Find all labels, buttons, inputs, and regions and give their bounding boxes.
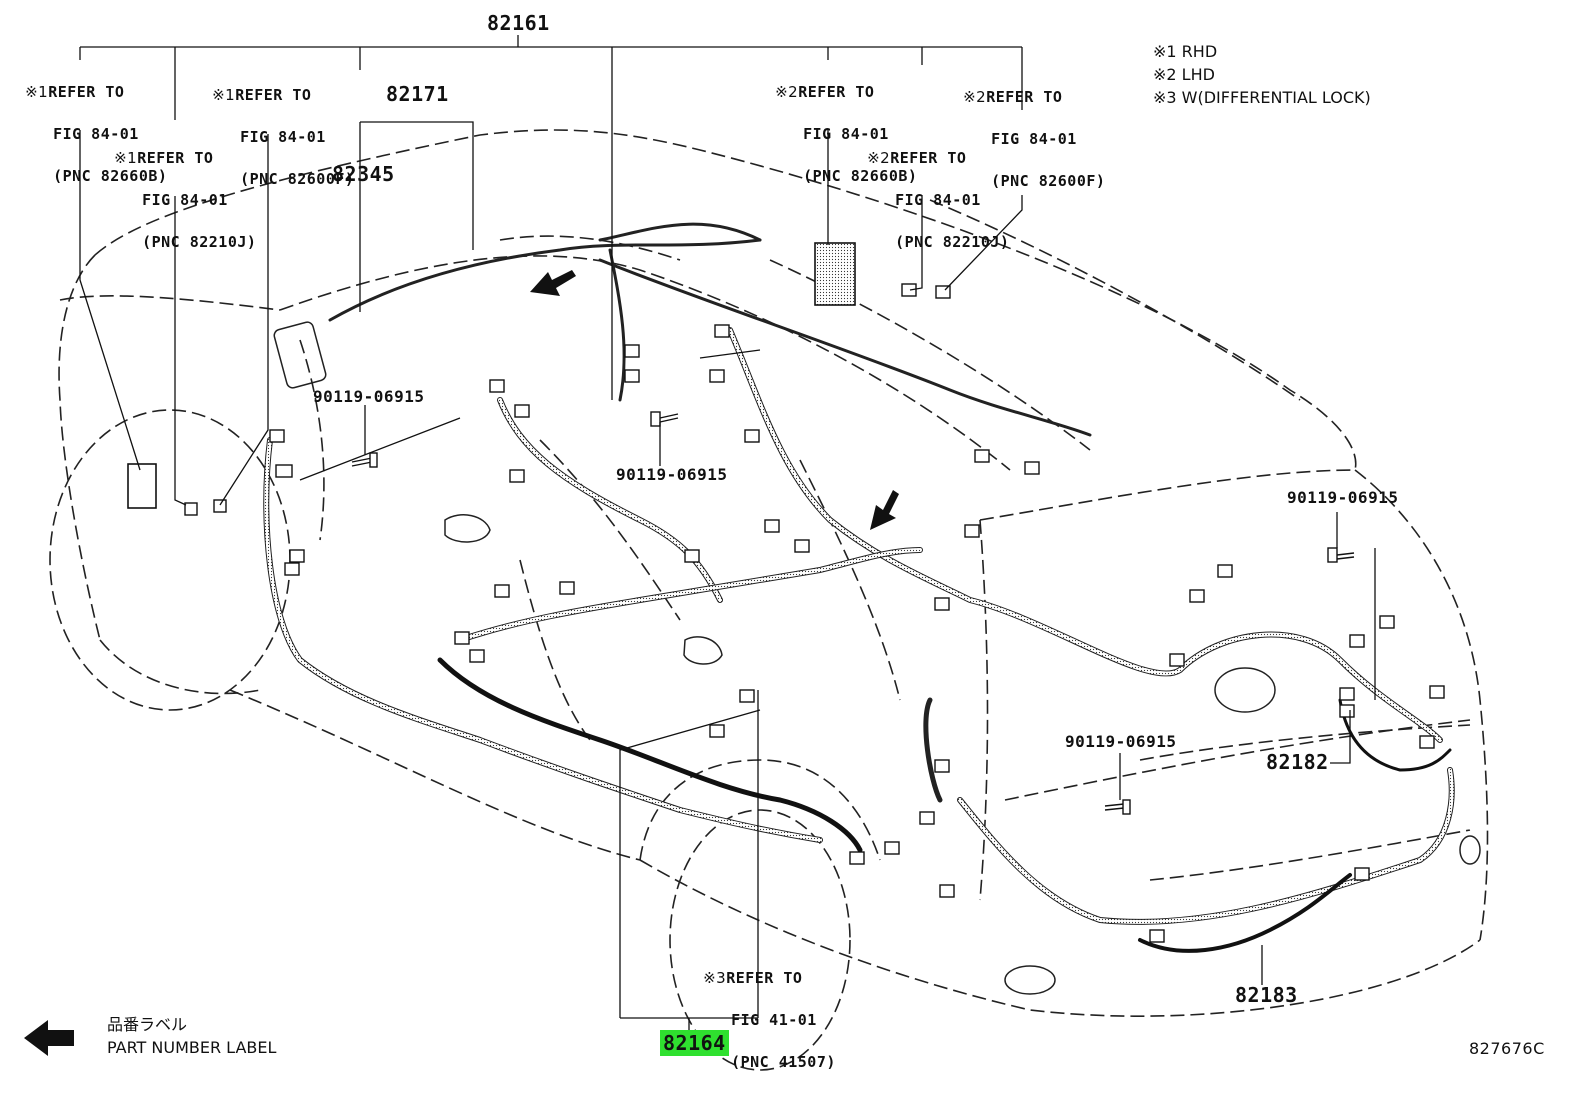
junction-block: [127, 242, 856, 509]
option-legend: ※1 RHD ※2 LHD ※3 W(DIFFERENTIAL LOCK): [1153, 40, 1371, 109]
ref-line: REFER TO: [986, 88, 1063, 106]
ref-line: FIG 84-01: [991, 130, 1077, 148]
ref-line: REFER TO: [726, 969, 803, 987]
ref-line: (PNC 82660B): [803, 167, 918, 185]
part-82183-label: 82183: [1235, 983, 1298, 1007]
part-82345-label: 82345: [332, 162, 395, 186]
ref-line: REFER TO: [798, 83, 875, 101]
ref-mark: ※1: [212, 86, 236, 104]
ref-diff-lock-41507: ※3REFER TO FIG 41-01 (PNC 41507): [684, 947, 836, 1073]
ref-line: (PNC 41507): [731, 1053, 836, 1071]
bolt-c-label: 90119-06915: [1287, 488, 1399, 507]
ref-line: FIG 41-01: [731, 1011, 817, 1029]
ref-line: (PNC 82660B): [53, 167, 168, 185]
ref-line: (PNC 82210J): [142, 233, 257, 251]
ref-rhd-82600f: ※1REFER TO FIG 84-01 (PNC 82600F): [193, 64, 354, 190]
ref-line: FIG 84-01: [803, 125, 889, 143]
ref-lhd-82600f: ※2REFER TO FIG 84-01 (PNC 82600F): [944, 66, 1105, 192]
vehicle-body-outline: [58, 129, 1489, 1017]
left-arrow-icon: [24, 1020, 74, 1056]
bolt-b-label: 90119-06915: [616, 465, 728, 484]
legend-note-rhd: ※1 RHD: [1153, 42, 1218, 61]
ref-mark: ※2: [867, 149, 891, 167]
ref-mark: ※1: [114, 149, 138, 167]
ref-lhd-82210j: ※2REFER TO FIG 84-01 (PNC 82210J): [848, 127, 1009, 253]
ref-line: (PNC 82210J): [895, 233, 1010, 251]
wire-harness: [263, 222, 1455, 953]
part-82161-label: 82161: [487, 11, 550, 35]
legend-note-diff-lock: ※3 W(DIFFERENTIAL LOCK): [1153, 88, 1371, 107]
ref-line: (PNC 82600F): [240, 170, 355, 188]
body-details: [273, 321, 1481, 995]
part-82164-label: 82164: [660, 1030, 729, 1056]
legend-en: PART NUMBER LABEL: [107, 1038, 277, 1057]
legend-note-lhd: ※2 LHD: [1153, 65, 1215, 84]
ref-line: FIG 84-01: [142, 191, 228, 209]
leader-lines: [79, 35, 1376, 1032]
bolt-d-label: 90119-06915: [1065, 732, 1177, 751]
ref-line: FIG 84-01: [895, 191, 981, 209]
part-number-label-legend: 品番ラベル PART NUMBER LABEL: [107, 1013, 276, 1059]
ref-line: REFER TO: [137, 149, 214, 167]
ref-mark: ※2: [963, 88, 987, 106]
ref-line: REFER TO: [890, 149, 967, 167]
ref-mark: ※3: [703, 969, 727, 987]
bolts: [351, 411, 1355, 815]
part-82171-label: 82171: [386, 82, 449, 106]
bolt-a-label: 90119-06915: [313, 387, 425, 406]
ref-rhd-82210j: ※1REFER TO FIG 84-01 (PNC 82210J): [95, 127, 256, 253]
ref-lhd-82660b: ※2REFER TO FIG 84-01 (PNC 82660B): [756, 61, 917, 187]
pointer-arrows: [530, 270, 899, 530]
ref-mark: ※2: [775, 83, 799, 101]
ref-line: (PNC 82600F): [991, 172, 1106, 190]
connectors: [184, 283, 1445, 943]
ref-line: REFER TO: [235, 86, 312, 104]
ref-mark: ※1: [25, 83, 49, 101]
legend-jp: 品番ラベル: [107, 1015, 188, 1034]
diagram-id: 827676C: [1469, 1039, 1545, 1058]
ref-line: FIG 84-01: [240, 128, 326, 146]
part-82164-highlight: 82164: [660, 1030, 729, 1056]
ref-line: REFER TO: [48, 83, 125, 101]
ref-rhd-82660b: ※1REFER TO FIG 84-01 (PNC 82660B): [6, 61, 167, 187]
ref-line: FIG 84-01: [53, 125, 139, 143]
part-82182-label: 82182: [1266, 750, 1329, 774]
